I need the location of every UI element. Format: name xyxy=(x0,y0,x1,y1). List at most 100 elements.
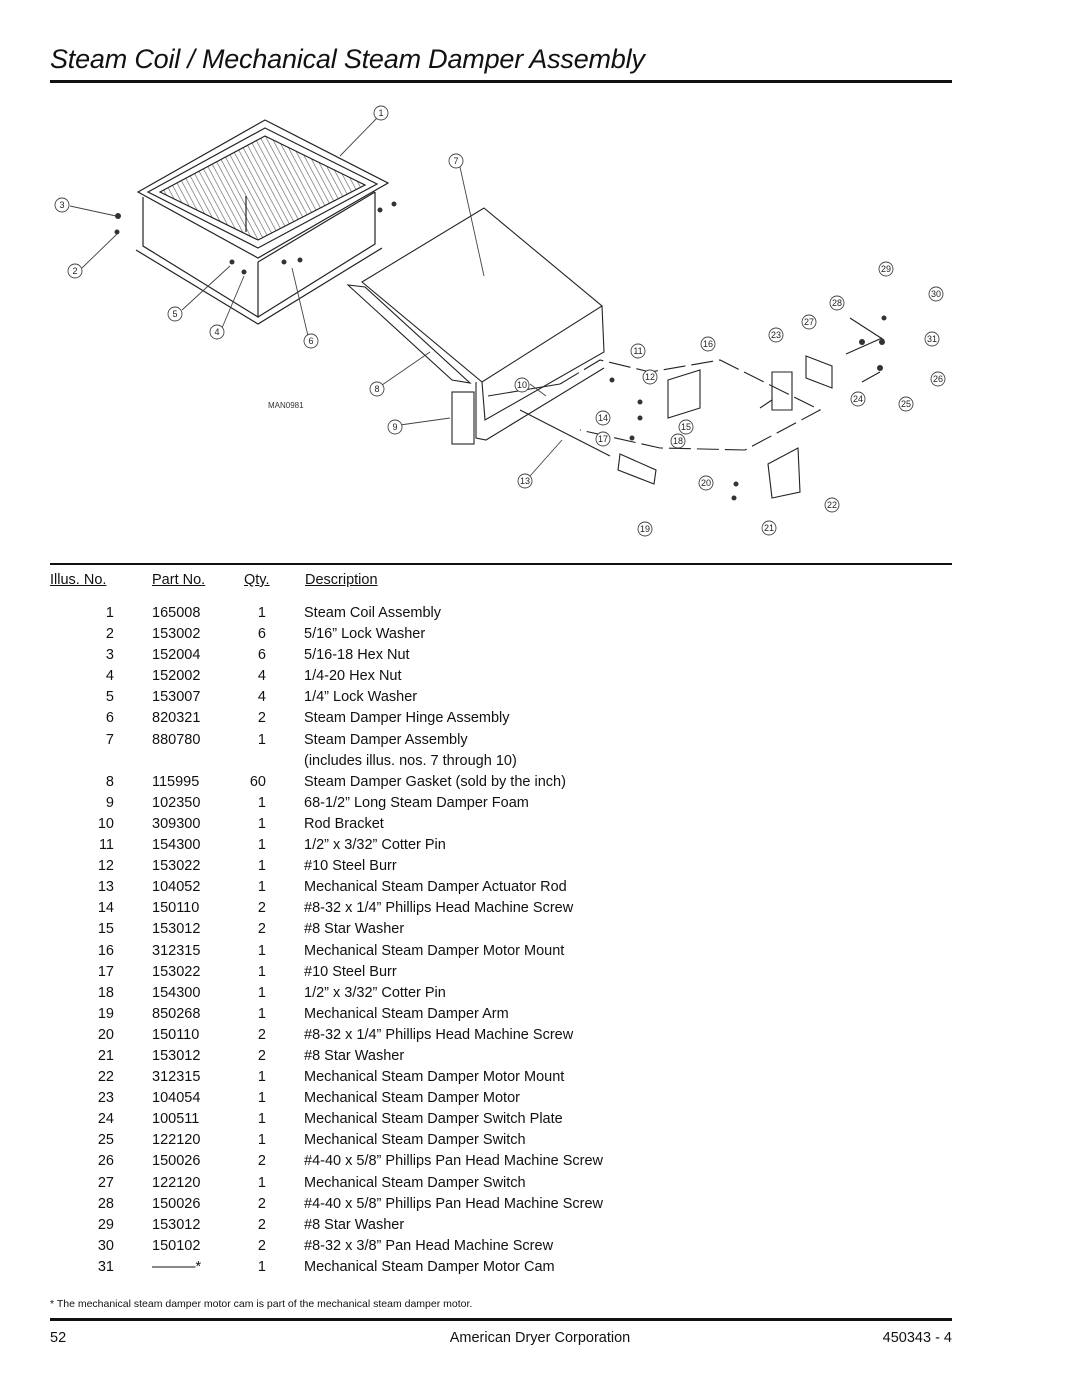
cell-part-no: 165008 xyxy=(152,605,201,621)
footer-rule xyxy=(50,1318,952,1321)
svg-text:12: 12 xyxy=(645,372,655,382)
cell-qty: 2 xyxy=(257,1047,266,1064)
cell-illus-no: 27 xyxy=(97,1174,114,1191)
cell-description: Steam Coil Assembly xyxy=(304,605,441,621)
cell-qty: 1 xyxy=(257,1132,266,1149)
motor-and-mounts xyxy=(519,317,885,499)
cell-illus-no: 1 xyxy=(105,605,114,621)
cell-qty: 1 xyxy=(257,794,266,811)
cell-description: Mechanical Steam Damper Switch xyxy=(304,1174,526,1191)
cell-part-no: 850268 xyxy=(152,1005,201,1022)
svg-text:5: 5 xyxy=(172,309,177,319)
cell-illus-no: 14 xyxy=(97,900,114,917)
cell-qty: 1 xyxy=(257,1005,266,1022)
cell-illus-no: 16 xyxy=(97,942,114,959)
svg-text:22: 22 xyxy=(827,500,837,510)
cell-illus-no: 30 xyxy=(97,1237,114,1254)
cell-description: #10 Steel Burr xyxy=(304,963,397,980)
cell-qty: 6 xyxy=(257,626,266,643)
cell-description: 1/2” x 3/32” Cotter Pin xyxy=(304,837,446,854)
svg-text:2: 2 xyxy=(72,266,77,276)
title-rule xyxy=(50,80,952,83)
cell-illus-no: 26 xyxy=(97,1153,114,1170)
cell-illus-no: 25 xyxy=(97,1132,114,1149)
cell-illus-no: 20 xyxy=(97,1026,114,1043)
table-row: 1 165008 1 Steam Coil Assembly xyxy=(0,605,1080,626)
col-header-desc: Description xyxy=(305,572,378,588)
svg-text:28: 28 xyxy=(832,298,842,308)
svg-text:11: 11 xyxy=(633,346,642,356)
svg-text:26: 26 xyxy=(933,374,943,384)
cell-qty: 1 xyxy=(257,879,266,896)
cell-illus-no: 9 xyxy=(105,794,114,811)
cell-part-no: 115995 xyxy=(152,773,200,790)
cell-part-no: 312315 xyxy=(152,942,201,959)
cell-qty: 1 xyxy=(257,605,266,621)
cell-part-no: 153012 xyxy=(152,921,201,938)
cell-part-no: 820321 xyxy=(152,710,201,727)
steam-damper-assembly xyxy=(346,207,822,451)
cell-description: Steam Damper Hinge Assembly xyxy=(304,710,510,727)
cell-part-no: 153007 xyxy=(152,689,201,706)
cell-part-no: 150102 xyxy=(152,1237,201,1254)
cell-part-no: 150110 xyxy=(152,1026,200,1043)
cell-description: #8 Star Washer xyxy=(304,921,405,938)
cell-qty: 1 xyxy=(257,1174,266,1191)
cell-illus-no: 8 xyxy=(105,773,114,790)
cell-part-no: 150026 xyxy=(152,1195,201,1212)
cell-illus-no: 22 xyxy=(97,1069,114,1086)
cell-part-no: 880780 xyxy=(152,731,201,748)
cell-qty: 1 xyxy=(257,1111,266,1128)
cell-qty: 1 xyxy=(257,1258,266,1275)
cell-qty: 1 xyxy=(257,858,266,875)
cell-description: Mechanical Steam Damper Switch Plate xyxy=(304,1111,563,1128)
svg-text:1: 1 xyxy=(378,108,383,118)
svg-text:18: 18 xyxy=(673,436,683,446)
cell-description: Mechanical Steam Damper Switch xyxy=(304,1132,526,1149)
cell-part-no: 154300 xyxy=(152,837,201,854)
cell-qty: 6 xyxy=(257,647,266,664)
cell-description: Mechanical Steam Damper Actuator Rod xyxy=(304,879,567,896)
cell-part-no: 153022 xyxy=(152,858,201,875)
cell-part-no: 309300 xyxy=(152,815,201,832)
cell-qty: 1 xyxy=(257,942,266,959)
cell-description: #4-40 x 5/8” Phillips Pan Head Machine S… xyxy=(304,1153,604,1170)
cell-description: 5/16” Lock Washer xyxy=(304,626,426,643)
cell-part-no: 153002 xyxy=(152,626,201,643)
cell-illus-no: 4 xyxy=(105,668,114,685)
svg-text:31: 31 xyxy=(927,334,937,344)
cell-illus-no: 13 xyxy=(97,879,114,896)
col-header-part: Part No. xyxy=(152,572,206,588)
svg-text:17: 17 xyxy=(598,434,608,444)
leader-lines xyxy=(69,117,563,477)
cell-description: Mechanical Steam Damper Motor Mount xyxy=(304,1069,565,1086)
cell-qty: 2 xyxy=(257,1216,266,1233)
svg-text:20: 20 xyxy=(701,478,711,488)
cell-part-no: 104052 xyxy=(152,879,201,896)
col-header-qty: Qty. xyxy=(244,572,270,588)
cell-qty: 2 xyxy=(257,900,266,917)
svg-text:14: 14 xyxy=(598,413,608,423)
cell-part-no: 100511 xyxy=(152,1111,200,1128)
